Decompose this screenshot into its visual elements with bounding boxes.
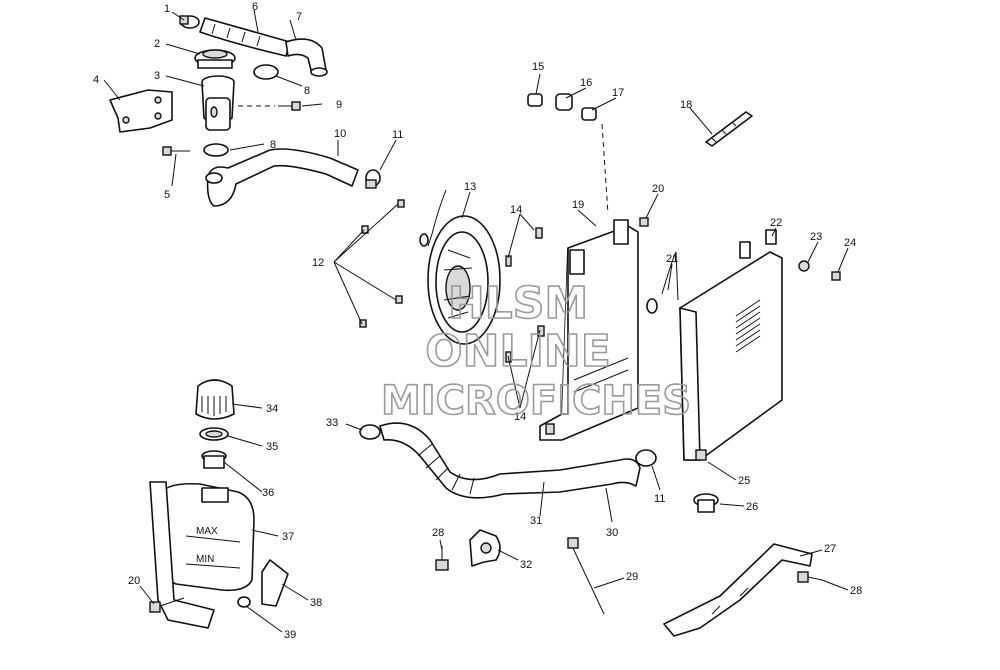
callout-2: 2 xyxy=(154,38,160,50)
screw-9 xyxy=(238,101,301,111)
callout-12: 12 xyxy=(312,257,324,269)
clamp-1 xyxy=(179,15,200,29)
clamp-39 xyxy=(237,596,251,608)
callout-5: 5 xyxy=(164,189,170,201)
tank-cap-34 xyxy=(195,379,235,420)
callout-26: 26 xyxy=(746,501,758,513)
callout-27: 27 xyxy=(824,543,836,555)
bolt-5 xyxy=(162,146,190,156)
callout-13: 13 xyxy=(464,181,476,193)
hose-elbow-7 xyxy=(285,38,328,77)
clamp-33 xyxy=(359,424,381,440)
callout-numbers: 1 2 3 4 5 6 7 8 8 9 10 11 11 12 13 14 14… xyxy=(93,1,862,641)
callout-20-lower: 20 xyxy=(128,575,140,587)
callout-28-left: 28 xyxy=(432,527,444,539)
callout-21: 21 xyxy=(666,253,678,265)
callout-1: 1 xyxy=(164,3,170,15)
callout-9: 9 xyxy=(336,99,342,111)
radiator-core-grille xyxy=(735,299,761,353)
bracket-4 xyxy=(109,89,173,133)
callout-19: 19 xyxy=(572,199,584,211)
sensor-21 xyxy=(646,251,679,314)
adapter-36 xyxy=(201,450,227,469)
bushings-15-16-17 xyxy=(527,93,609,215)
callout-22: 22 xyxy=(770,217,782,229)
callout-10: 10 xyxy=(334,128,346,140)
callout-6: 6 xyxy=(252,1,258,13)
callout-34: 34 xyxy=(266,403,278,415)
callout-24: 24 xyxy=(844,237,856,249)
gasket-35 xyxy=(199,427,229,441)
dipstick-29 xyxy=(567,537,605,615)
callout-39: 39 xyxy=(284,629,296,641)
callout-28-right: 28 xyxy=(850,585,862,597)
callout-8-upper: 8 xyxy=(304,85,310,97)
clamp-11-lower xyxy=(635,449,657,467)
watermark-line-1: HLSM xyxy=(448,278,588,329)
callout-16: 16 xyxy=(580,77,592,89)
lower-hose-30-31 xyxy=(379,422,641,499)
nut-23 xyxy=(798,260,810,272)
watermark-line-2: ONLINE xyxy=(425,326,611,377)
tank-min-mark: MIN xyxy=(196,554,214,565)
leader-lines xyxy=(103,9,849,633)
watermark-line-3: MICROFICHES xyxy=(381,378,691,424)
callout-3: 3 xyxy=(154,70,160,82)
callout-31: 31 xyxy=(530,515,542,527)
bolt-20-upper xyxy=(639,217,649,227)
filler-neck-3 xyxy=(201,75,235,131)
callout-37: 37 xyxy=(282,531,294,543)
fan-assembly-13 xyxy=(419,189,501,345)
callout-15: 15 xyxy=(532,61,544,73)
callout-18: 18 xyxy=(680,99,692,111)
callout-38: 38 xyxy=(310,597,322,609)
clamp-8-upper xyxy=(253,64,279,80)
callout-32: 32 xyxy=(520,559,532,571)
clamp-32 xyxy=(469,529,501,567)
strap-18 xyxy=(705,111,753,147)
radiator-22 xyxy=(679,229,783,461)
callout-17: 17 xyxy=(612,87,624,99)
callout-25: 25 xyxy=(738,475,750,487)
callout-36: 36 xyxy=(262,487,274,499)
callout-11-upper: 11 xyxy=(392,129,403,141)
radiator-cap-2 xyxy=(194,49,236,69)
callout-23: 23 xyxy=(810,231,822,243)
callout-14-upper: 14 xyxy=(510,204,522,216)
callout-35: 35 xyxy=(266,441,278,453)
tank-max-mark: MAX xyxy=(196,526,218,537)
hose-6 xyxy=(199,17,291,57)
watermark: HLSM ONLINE MICROFICHES xyxy=(380,277,692,425)
hose-38 xyxy=(261,559,289,607)
shroud-19 xyxy=(539,219,639,441)
callout-14-lower: 14 xyxy=(514,411,526,423)
grommet-26 xyxy=(693,493,719,513)
hose-10 xyxy=(205,148,359,207)
callout-7: 7 xyxy=(296,11,302,23)
callout-33: 33 xyxy=(326,417,338,429)
bolt-24 xyxy=(831,271,841,281)
callout-29: 29 xyxy=(626,571,638,583)
bolt-28-right xyxy=(797,571,823,583)
bracket-27 xyxy=(663,543,813,637)
callout-4: 4 xyxy=(93,74,99,86)
callout-30: 30 xyxy=(606,527,618,539)
callout-20-upper: 20 xyxy=(652,183,664,195)
clamp-11-upper xyxy=(365,169,381,189)
callout-8-lower: 8 xyxy=(270,139,276,151)
expansion-tank-37: MAX MIN xyxy=(157,482,255,592)
clamp-8-lower xyxy=(203,143,229,157)
callout-11-lower: 11 xyxy=(654,493,665,505)
bolt-20-lower xyxy=(149,597,185,613)
